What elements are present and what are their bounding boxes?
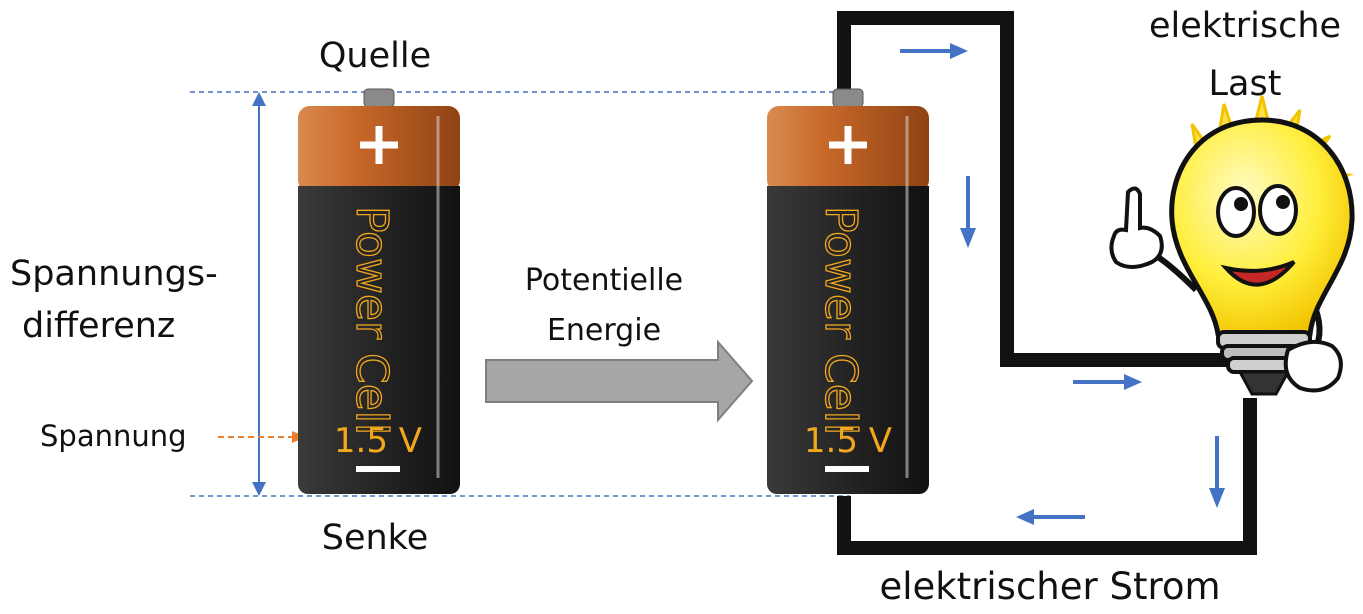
current-flow-arrows	[900, 43, 1225, 525]
voltage-pointer-arrow	[218, 431, 306, 443]
electric-current-label: elektrischer Strom	[879, 565, 1221, 608]
electrical-load-label-line2: Last	[1208, 64, 1282, 104]
battery-brand-text: Power Cell	[346, 206, 397, 435]
sink-label: Senke	[321, 518, 429, 558]
flow-arrow-down-right	[1209, 436, 1225, 508]
voltage-label: Spannung	[40, 419, 187, 453]
plus-icon	[829, 126, 867, 164]
electrical-load-label-line1: elektrische	[1148, 6, 1342, 46]
battery-brand-text: Power Cell	[815, 206, 866, 435]
battery-source: Power Cell 1.5 V	[298, 88, 460, 494]
flow-arrow-left-bottom	[1016, 509, 1085, 525]
potential-energy-label-line1: Potentielle	[524, 263, 684, 298]
flow-arrow-down-left	[960, 176, 976, 248]
minus-icon	[356, 466, 400, 472]
voltage-difference-arrow	[252, 92, 266, 496]
plus-icon	[360, 126, 398, 164]
voltage-difference-label-line1: Spannungs-	[10, 254, 218, 294]
source-label: Quelle	[318, 36, 432, 76]
flow-arrow-right-top	[900, 43, 968, 59]
battery-voltage-text: 1.5 V	[804, 421, 892, 461]
light-bulb-icon	[1109, 95, 1356, 396]
potential-energy-label-line2: Energie	[546, 313, 662, 348]
battery-circuit: Power Cell 1.5 V	[767, 88, 929, 494]
minus-icon	[825, 466, 869, 472]
voltage-difference-label-line2: differenz	[22, 306, 176, 346]
battery-voltage-text: 1.5 V	[334, 421, 422, 461]
energy-transfer-arrow	[485, 339, 754, 423]
flow-arrow-right-middle	[1073, 374, 1142, 390]
circuit-wire	[837, 11, 1257, 555]
